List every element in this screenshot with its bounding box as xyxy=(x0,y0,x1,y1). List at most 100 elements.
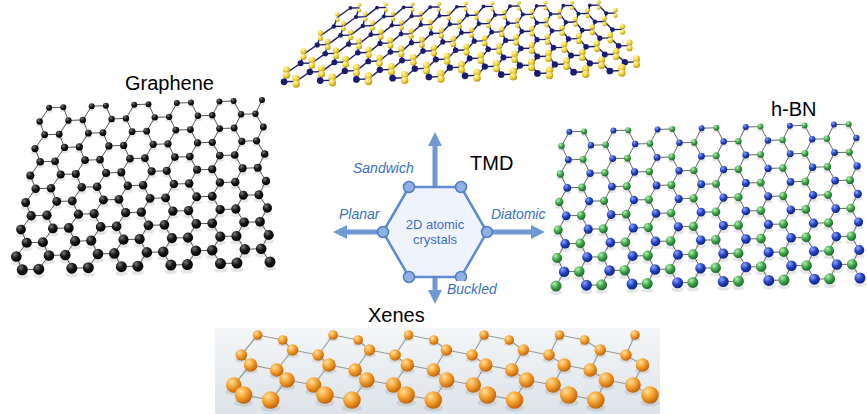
atom xyxy=(216,178,225,187)
atom xyxy=(653,181,661,189)
atom xyxy=(586,170,593,177)
atom xyxy=(283,72,290,79)
vertex-dot xyxy=(404,272,415,283)
edge-label: Diatomic xyxy=(490,206,546,223)
atom xyxy=(667,209,676,218)
atom xyxy=(587,60,593,66)
atom xyxy=(375,6,379,10)
atom xyxy=(182,259,193,270)
atom xyxy=(582,71,589,78)
atom xyxy=(742,207,751,216)
atom xyxy=(697,208,706,217)
atom xyxy=(208,165,216,173)
atom xyxy=(482,63,488,69)
atom xyxy=(139,181,148,190)
atom xyxy=(357,3,361,7)
atom xyxy=(654,154,661,161)
atom xyxy=(469,27,474,32)
atom xyxy=(505,363,519,377)
atom xyxy=(389,75,396,82)
atom xyxy=(558,143,564,149)
atom xyxy=(529,48,535,54)
atom xyxy=(831,122,837,128)
atom xyxy=(238,138,245,145)
atom xyxy=(353,70,360,77)
atom xyxy=(515,23,520,28)
atom xyxy=(356,43,362,49)
atom xyxy=(585,14,590,19)
atom xyxy=(528,64,535,71)
atom xyxy=(630,196,638,204)
atom xyxy=(398,51,404,57)
atom xyxy=(854,190,862,198)
atom xyxy=(423,67,430,74)
atom xyxy=(168,206,177,215)
atom xyxy=(846,176,854,184)
atom xyxy=(191,246,202,257)
atom xyxy=(419,42,425,48)
atom xyxy=(366,46,372,52)
atom xyxy=(105,142,112,149)
atom xyxy=(144,220,154,230)
atom xyxy=(854,217,863,226)
atom xyxy=(440,39,445,44)
atom xyxy=(260,124,267,131)
atom xyxy=(846,204,855,213)
atom xyxy=(142,247,153,258)
atom xyxy=(348,29,353,34)
atom xyxy=(86,236,96,246)
atom xyxy=(333,47,339,53)
atom xyxy=(457,19,462,24)
material-name: TMD xyxy=(470,152,513,175)
atom xyxy=(409,40,414,45)
atom xyxy=(720,138,726,144)
atom xyxy=(502,10,507,15)
atom xyxy=(100,129,107,136)
atom xyxy=(609,155,616,162)
atom xyxy=(504,335,514,345)
atom xyxy=(513,40,519,46)
atom xyxy=(756,234,766,244)
atom xyxy=(478,57,485,64)
atom xyxy=(696,235,706,245)
atom xyxy=(141,154,149,162)
atom xyxy=(713,152,720,159)
atom xyxy=(474,10,479,15)
atom xyxy=(576,33,582,39)
atom xyxy=(620,349,632,361)
atom xyxy=(81,156,89,164)
atom xyxy=(802,122,808,128)
atom xyxy=(402,6,406,10)
atom xyxy=(801,205,810,214)
atom xyxy=(322,51,328,57)
atom xyxy=(158,247,169,258)
atom xyxy=(606,68,613,75)
atom xyxy=(545,39,551,45)
atom xyxy=(647,140,653,146)
atom xyxy=(733,276,744,287)
atom xyxy=(824,163,831,170)
atom xyxy=(208,192,217,201)
atom xyxy=(521,12,525,16)
atom xyxy=(824,273,835,284)
atom xyxy=(613,53,620,60)
atom xyxy=(629,223,638,232)
atom xyxy=(690,167,697,174)
atom xyxy=(85,130,92,137)
atom xyxy=(437,7,441,11)
atom xyxy=(712,180,720,188)
atom xyxy=(710,263,721,274)
atom xyxy=(578,183,586,191)
atom xyxy=(209,112,215,118)
atom xyxy=(192,192,201,201)
atom xyxy=(57,170,65,178)
atom xyxy=(298,60,304,66)
atom xyxy=(126,155,134,163)
atom xyxy=(560,386,578,404)
atom xyxy=(165,260,176,271)
atom xyxy=(482,35,488,41)
atom xyxy=(48,224,58,234)
atom xyxy=(42,211,51,220)
atom xyxy=(465,13,469,17)
atom xyxy=(365,78,372,85)
